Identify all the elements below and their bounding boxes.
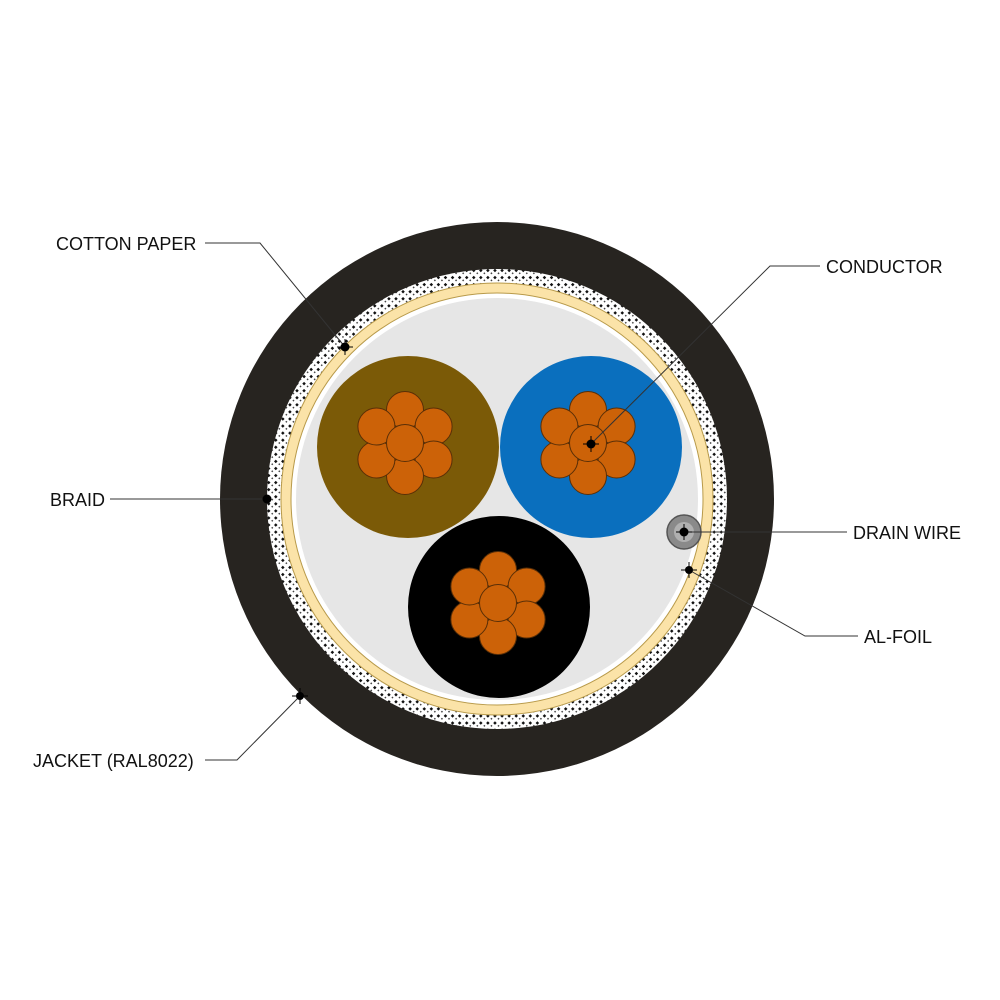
conductor-label: CONDUCTOR <box>826 257 943 277</box>
black-core-conductor-strand <box>479 584 517 622</box>
jacket-label: JACKET (RAL8022) <box>33 751 194 771</box>
brown-core-conductor-strand <box>357 407 396 446</box>
conductor-leader <box>590 265 820 445</box>
brown-core-conductor-strand <box>414 440 453 479</box>
black-core-conductor-strand <box>507 600 546 639</box>
blue-core-conductor-strand <box>540 407 579 446</box>
blue-core-conductor-strand <box>597 440 636 479</box>
braid-marker <box>262 494 272 504</box>
al-foil-leader <box>688 569 858 637</box>
brown-core-conductor-strand <box>386 424 424 462</box>
jacket-leader <box>205 695 301 761</box>
braid-label: BRAID <box>50 490 105 510</box>
conductor-strands <box>357 391 636 655</box>
cotton-paper-label: COTTON PAPER <box>56 234 196 254</box>
drain-wire-label: DRAIN WIRE <box>853 523 961 543</box>
black-core-conductor-strand <box>450 567 489 606</box>
cotton-paper-leader <box>205 242 346 348</box>
al-foil-label: AL-FOIL <box>864 627 932 647</box>
